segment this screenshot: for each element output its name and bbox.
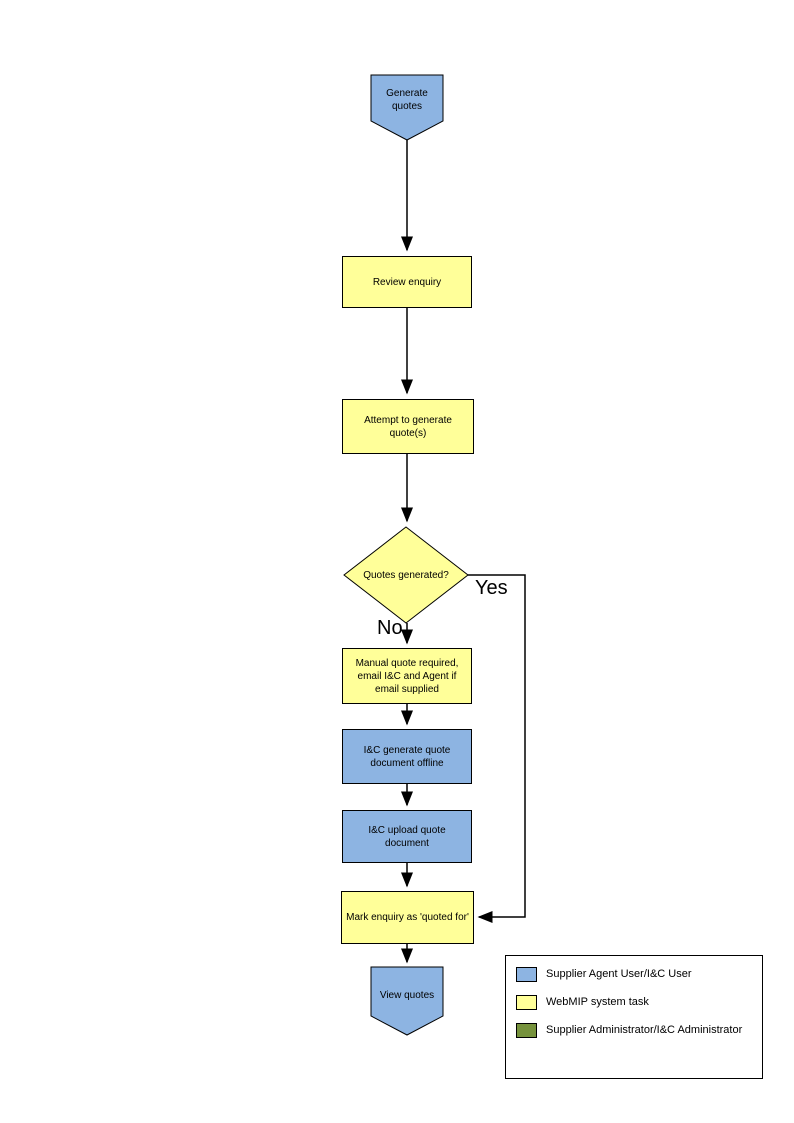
legend-swatch-green (516, 1023, 537, 1038)
manual-quote-node: Manual quote required, email I&C and Age… (342, 648, 472, 704)
decision-no-label: No (377, 617, 403, 639)
legend-swatch-blue (516, 967, 537, 982)
legend-label-administrator: Supplier Administrator/I&C Administrator (546, 1024, 743, 1036)
decision-node-label: Quotes generated? (363, 569, 449, 581)
legend-item-webmip-task: WebMIP system task (516, 995, 752, 1010)
legend-label-agent-user: Supplier Agent User/I&C User (546, 968, 692, 980)
attempt-generate-node: Attempt to generate quote(s) (342, 399, 474, 454)
legend-box: Supplier Agent User/I&C User WebMIP syst… (505, 955, 763, 1079)
legend-item-agent-user: Supplier Agent User/I&C User (516, 967, 752, 982)
review-enquiry-node: Review enquiry (342, 256, 472, 308)
end-node-label: View quotes (379, 989, 435, 1001)
connector-decision-mark-yes (468, 574, 526, 923)
legend-label-webmip-task: WebMIP system task (546, 996, 649, 1008)
mark-quoted-node: Mark enquiry as 'quoted for' (341, 891, 474, 944)
legend-swatch-yellow (516, 995, 537, 1010)
start-node-shape (370, 74, 444, 141)
decision-yes-label: Yes (475, 577, 508, 599)
decision-node-shape (343, 526, 469, 624)
end-node-shape (370, 966, 444, 1036)
start-node-label: Generate quotes (386, 88, 428, 112)
generate-offline-node: I&C generate quote document offline (342, 729, 472, 784)
legend-item-administrator: Supplier Administrator/I&C Administrator (516, 1023, 752, 1038)
upload-quote-node: I&C upload quote document (342, 810, 472, 863)
